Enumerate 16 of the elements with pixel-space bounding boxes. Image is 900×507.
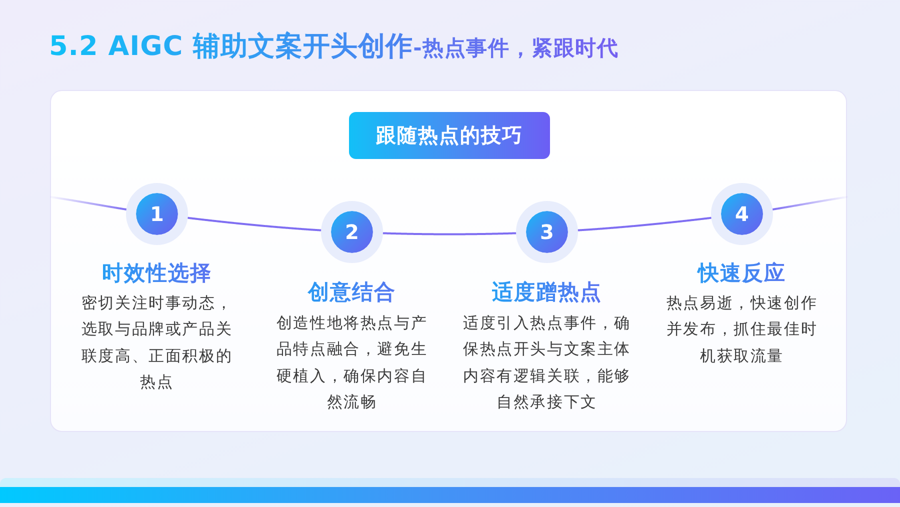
step-marker: 1	[126, 183, 188, 245]
timeline-curve	[187, 216, 322, 232]
step-description: 热点易逝，快速创作并发布，抓住最佳时机获取流量	[666, 293, 818, 367]
timeline-curve	[382, 232, 517, 236]
timeline-curve	[772, 196, 848, 210]
step-description: 适度引入热点事件，确保热点开头与文案主体内容有逻辑关联，能够自然承接下文	[462, 313, 632, 413]
step-marker: 3	[516, 201, 578, 263]
slide-subtitle: -热点事件，紧跟时代	[413, 34, 619, 62]
timeline-curve	[577, 216, 712, 232]
step-description: 创造性地将热点与产品特点融合，避免生硬植入，确保内容自然流畅	[276, 313, 428, 413]
section-header: 跟随热点的技巧	[349, 112, 550, 159]
step-marker: 4	[711, 183, 773, 245]
timeline-curve	[50, 196, 128, 210]
step-marker: 2	[321, 201, 383, 263]
step-description: 密切关注时事动态，选取与品牌或产品关联度高、正面积极的热点	[81, 293, 233, 393]
content-card	[50, 90, 847, 432]
